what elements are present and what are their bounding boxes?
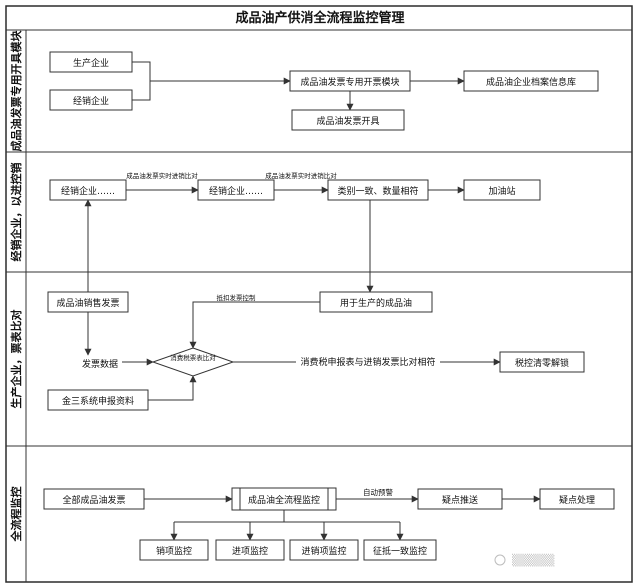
watermark: ▒▒▒▒▒ xyxy=(494,553,555,567)
node-all-invoices-label: 全部成品油发票 xyxy=(62,494,125,506)
lane-label-full-monitor: 全流程监控 xyxy=(9,487,23,543)
node-enterprise-archive-label: 成品油企业档案信息库 xyxy=(486,76,576,88)
node-sales-monitor xyxy=(139,539,209,561)
node-invoice-module-label: 成品油发票专用开票模块 xyxy=(300,76,399,88)
node-tax-control-label: 税控清零解锁 xyxy=(515,357,569,369)
node-dealer-chain-1-label: 经销企业…… xyxy=(61,185,115,197)
lane-label-dealer: 经销企业，以进控销 xyxy=(9,163,23,262)
diagram-title: 成品油产供消全流程监控管理 xyxy=(235,10,404,26)
node-dealer-chain-2-label: 经销企业…… xyxy=(209,185,263,197)
edge-golden-tax-to-compare xyxy=(148,375,197,401)
node-category-match-label: 类别一致、数量相符 xyxy=(337,185,418,197)
node-producer-label: 生产企业 xyxy=(73,57,109,69)
node-deduction-monitor-label: 征抵一致监控 xyxy=(373,545,427,557)
node-input-monitor xyxy=(215,539,285,561)
edge-auto-alert-label: 自动预警 xyxy=(363,487,393,497)
edge-production-to-compare xyxy=(189,301,320,349)
node-invoice-issue-label: 成品油发票开具 xyxy=(316,115,379,127)
node-input-monitor-label: 进项监控 xyxy=(232,545,268,557)
node-sales-invoice-label: 成品油销售发票 xyxy=(56,297,119,309)
node-doubt-handle-label: 疑点处理 xyxy=(559,494,595,506)
watermark-icon xyxy=(494,554,506,566)
diagram-frame xyxy=(5,5,633,583)
node-invoice-data-label: 发票数据 xyxy=(82,358,118,370)
edge-deduct-control-label: 抵扣发票控制 xyxy=(217,293,257,302)
edge-realtime-1-label: 成品油发票实时进销比对 xyxy=(126,171,198,180)
lane-label-producer: 生产企业，票表比对 xyxy=(9,310,23,409)
edge-realtime-2-label: 成品油发票实时进销比对 xyxy=(265,171,337,180)
node-tax-compare-label: 消费税票表比对 xyxy=(170,353,216,362)
node-deduction-monitor xyxy=(363,539,437,561)
node-doubt-push-label: 疑点推送 xyxy=(442,494,478,506)
node-dealer-label: 经销企业 xyxy=(73,95,109,107)
edge-producer-dealer-bracket xyxy=(132,61,151,101)
node-production-oil-label: 用于生产的成品油 xyxy=(340,297,412,309)
node-tax-compare xyxy=(151,347,235,377)
node-io-monitor xyxy=(289,539,359,561)
node-tax-consistency-label: 消费税申报表与进销发票比对相符 xyxy=(300,356,435,368)
node-full-process-label: 成品油全流程监控 xyxy=(248,494,320,506)
watermark-text: ▒▒▒▒▒ xyxy=(512,553,555,567)
lane-label-invoice-module: 成品油发票专用开具模块 xyxy=(9,30,23,152)
node-gas-station-label: 加油站 xyxy=(488,185,515,197)
node-io-monitor-label: 进销项监控 xyxy=(301,545,346,557)
node-sales-monitor-label: 销项监控 xyxy=(156,545,192,557)
node-golden-tax-label: 金三系统申报资料 xyxy=(62,395,134,407)
